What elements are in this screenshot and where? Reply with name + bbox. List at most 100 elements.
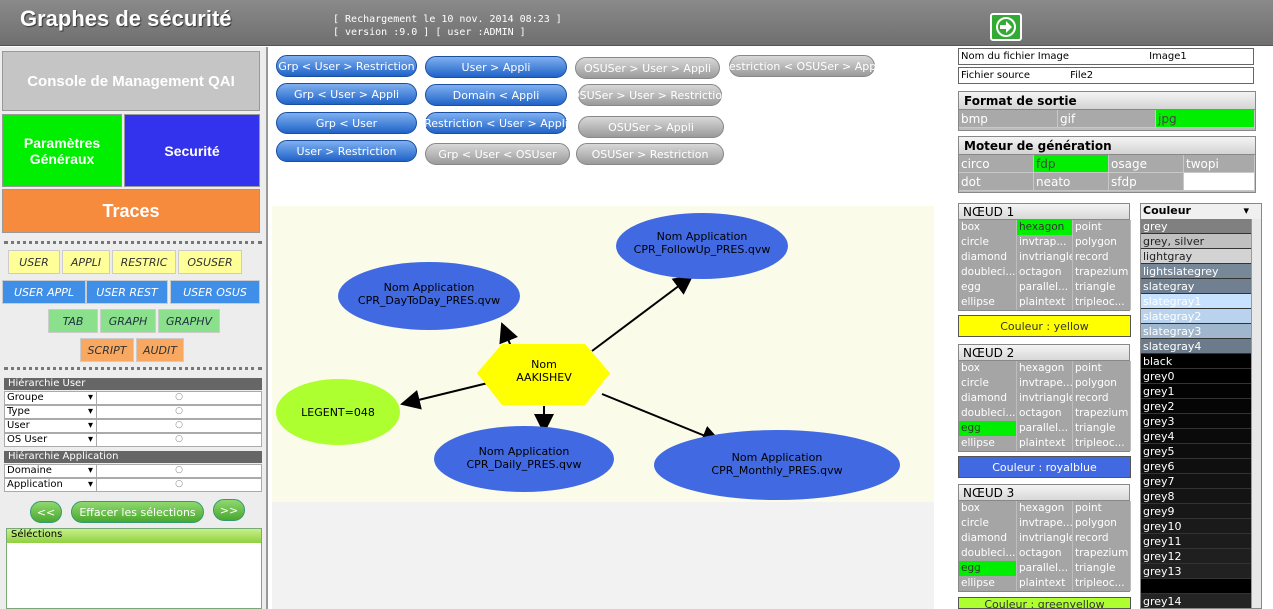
node-monthly[interactable] [654, 430, 900, 500]
node-legent[interactable] [276, 379, 400, 445]
btn-user-appli[interactable]: User > Appli [425, 56, 567, 78]
shape-option-egg[interactable]: egg [959, 280, 1017, 295]
shape-option-invtrap[interactable]: invtrap... [1017, 235, 1073, 250]
color-option[interactable]: grey9 [1141, 504, 1251, 519]
shape-option-record[interactable]: record [1073, 391, 1131, 406]
color-option[interactable]: grey, silver [1141, 234, 1251, 249]
shape-option-point[interactable]: point [1073, 501, 1131, 516]
select-type[interactable]: Type▾○ [4, 405, 262, 419]
next-button[interactable]: >> [213, 499, 245, 521]
chip-osuser[interactable]: OSUSER [178, 250, 242, 274]
shape-option-egg[interactable]: egg [959, 421, 1017, 436]
shape-option-point[interactable]: point [1073, 361, 1131, 376]
btn-grp-user-osuser[interactable]: Grp < User < OSUser [425, 143, 570, 165]
chip-script[interactable]: SCRIPT [80, 338, 134, 362]
btn-grp-user-restriction[interactable]: Grp < User > Restriction [276, 55, 417, 77]
color-option[interactable]: grey12 [1141, 549, 1251, 564]
shape-option-invtriangle[interactable]: invtriangle [1017, 250, 1073, 265]
engine-dot[interactable]: dot [959, 173, 1034, 191]
prev-button[interactable]: << [30, 501, 62, 523]
shape-option-doubleci[interactable]: doubleci... [959, 265, 1017, 280]
engine-sfdp[interactable]: sfdp [1109, 173, 1184, 191]
color-option[interactable]: grey2 [1141, 399, 1251, 414]
engine-osage[interactable]: osage [1109, 155, 1184, 173]
shape-option-box[interactable]: box [959, 220, 1017, 235]
shape-option-triangle[interactable]: triangle [1073, 280, 1131, 295]
shape-option-point[interactable]: point [1073, 220, 1131, 235]
shape-option-diamond[interactable]: diamond [959, 531, 1017, 546]
btn-user-restriction[interactable]: User > Restriction [276, 140, 417, 162]
select-application[interactable]: Application▾○ [4, 478, 262, 492]
chip-tab[interactable]: TAB [48, 309, 98, 333]
shape-option-hexagon[interactable]: hexagon [1017, 501, 1073, 516]
color-option[interactable]: grey6 [1141, 459, 1251, 474]
shape-option-circle[interactable]: circle [959, 235, 1017, 250]
btn-grp-user-appli[interactable]: Grp < User > Appli [276, 83, 417, 105]
color-option[interactable]: slategray2 [1141, 309, 1251, 324]
format-bmp[interactable]: bmp [959, 110, 1058, 128]
color-option[interactable]: slategray1 [1141, 294, 1251, 309]
color-option[interactable]: grey7 [1141, 474, 1251, 489]
btn-osuser-user-appli[interactable]: OSUSer > User > Appli [575, 57, 720, 79]
shape-option-tripleoc[interactable]: tripleoc... [1073, 436, 1131, 451]
engine-neato[interactable]: neato [1034, 173, 1109, 191]
shape-option-doubleci[interactable]: doubleci... [959, 406, 1017, 421]
color-option[interactable] [1141, 579, 1251, 594]
color-option[interactable]: grey10 [1141, 519, 1251, 534]
node-daily[interactable] [434, 426, 614, 492]
scrollbar[interactable] [1251, 219, 1261, 608]
shape-option-egg[interactable]: egg [959, 561, 1017, 576]
chip-appli[interactable]: APPLI [62, 250, 110, 274]
color-option[interactable]: slategray3 [1141, 324, 1251, 339]
color-option[interactable]: grey14 [1141, 594, 1251, 608]
radio-icon[interactable]: ○ [175, 479, 183, 489]
color-option[interactable]: lightgray [1141, 249, 1251, 264]
shape-option-circle[interactable]: circle [959, 376, 1017, 391]
shape-option-invtrape[interactable]: invtrape... [1017, 376, 1073, 391]
node2-color-button[interactable]: Couleur : royalblue [958, 456, 1131, 478]
node-center[interactable] [477, 344, 610, 405]
engine-fdp[interactable]: fdp [1034, 155, 1109, 173]
security-button[interactable]: Securité [124, 114, 260, 187]
color-option[interactable]: grey [1141, 219, 1251, 234]
shape-option-plaintext[interactable]: plaintext [1017, 436, 1073, 451]
chip-graph[interactable]: GRAPH [100, 309, 156, 333]
shape-option-octagon[interactable]: octagon [1017, 546, 1073, 561]
color-option[interactable]: slategray [1141, 279, 1251, 294]
color-option[interactable]: grey0 [1141, 369, 1251, 384]
engine-twopi[interactable]: twopi [1184, 155, 1255, 173]
radio-icon[interactable]: ○ [175, 406, 183, 416]
radio-icon[interactable]: ○ [175, 434, 183, 444]
btn-osuser-user-restriction[interactable]: OSUSer > User > Restriction [571, 84, 729, 106]
chip-restric[interactable]: RESTRIC [112, 250, 176, 274]
select-groupe[interactable]: Groupe▾○ [4, 391, 262, 405]
shape-option-record[interactable]: record [1073, 250, 1131, 265]
btn-grp-user[interactable]: Grp < User [276, 112, 417, 134]
shape-option-octagon[interactable]: octagon [1017, 265, 1073, 280]
shape-option-trapezium[interactable]: trapezium [1073, 406, 1131, 421]
go-arrow-button[interactable] [990, 13, 1022, 41]
shape-option-triangle[interactable]: triangle [1073, 561, 1131, 576]
shape-option-circle[interactable]: circle [959, 516, 1017, 531]
shape-option-ellipse[interactable]: ellipse [959, 576, 1017, 591]
shape-option-trapezium[interactable]: trapezium [1073, 265, 1131, 280]
color-option[interactable]: grey4 [1141, 429, 1251, 444]
color-option[interactable]: grey13 [1141, 564, 1251, 579]
shape-option-tripleoc[interactable]: tripleoc... [1073, 295, 1131, 310]
shape-option-ellipse[interactable]: ellipse [959, 295, 1017, 310]
shape-option-hexagon[interactable]: hexagon [1017, 361, 1073, 376]
node-followup[interactable] [616, 213, 788, 279]
color-option[interactable]: grey3 [1141, 414, 1251, 429]
shape-option-hexagon[interactable]: hexagon [1017, 220, 1073, 235]
shape-option-triangle[interactable]: triangle [1073, 421, 1131, 436]
btn-osuser-restriction[interactable]: OSUSer > Restriction [576, 143, 724, 165]
traces-button[interactable]: Traces [2, 189, 260, 233]
format-jpg[interactable]: jpg [1156, 110, 1255, 128]
radio-icon[interactable]: ○ [175, 420, 183, 430]
shape-option-octagon[interactable]: octagon [1017, 406, 1073, 421]
shape-option-invtriangle[interactable]: invtriangle [1017, 391, 1073, 406]
node1-color-button[interactable]: Couleur : yellow [958, 315, 1131, 337]
color-option[interactable]: grey5 [1141, 444, 1251, 459]
